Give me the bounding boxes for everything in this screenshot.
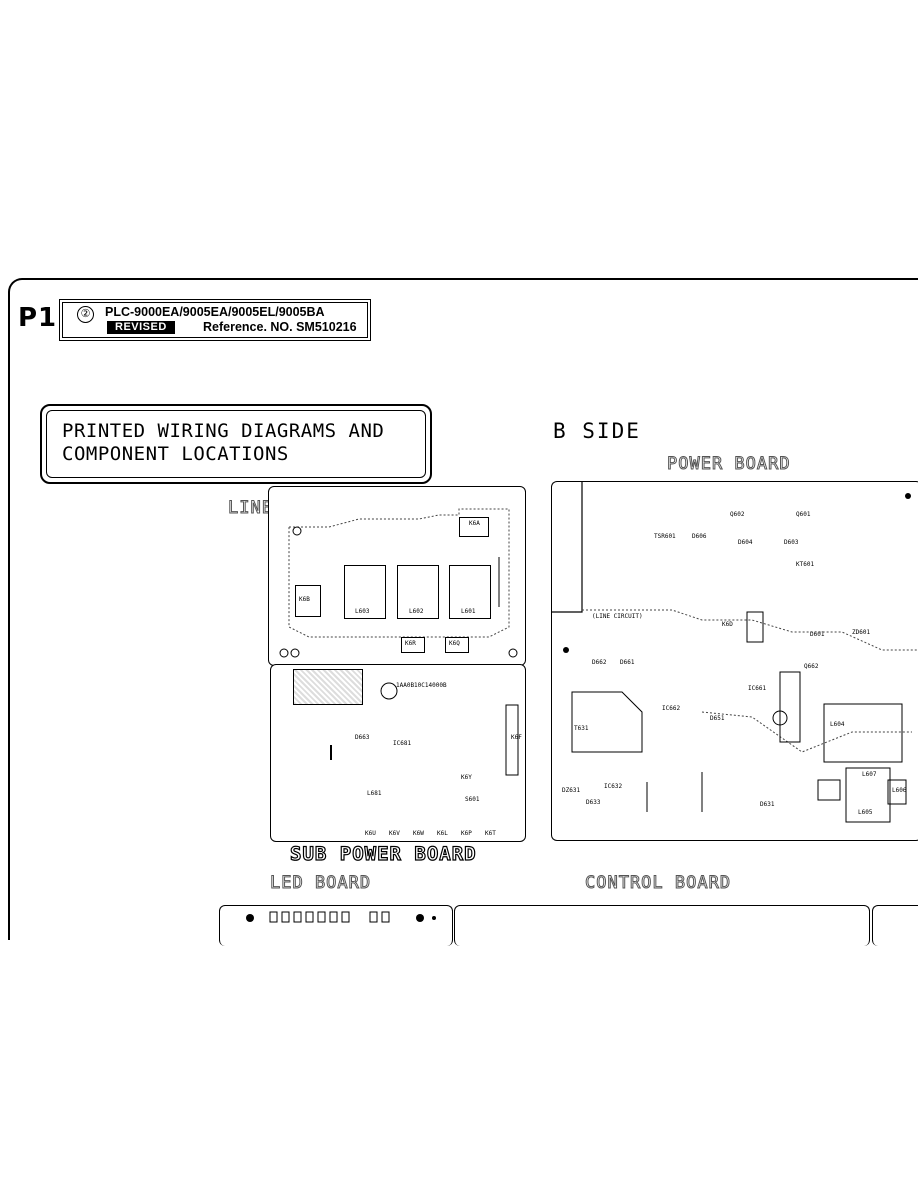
l605-label: L605 (858, 809, 873, 816)
page-number: P1 (18, 303, 58, 333)
k6q-label: K6Q (449, 640, 460, 647)
l606-label: L606 (892, 787, 907, 794)
q662-label: Q662 (804, 663, 819, 670)
reference-number: Reference. NO. SM510216 (203, 320, 357, 334)
s601-label: S601 (465, 796, 480, 803)
k6t-label: K6T (485, 830, 496, 837)
d603-label: D603 (784, 539, 799, 546)
d601-label: D601 (810, 631, 825, 638)
k6d-label: K6D (722, 621, 733, 628)
kt601-label: KT601 (796, 561, 815, 568)
d661-label: D661 (620, 659, 635, 666)
l601-label: L601 (461, 608, 476, 615)
ic662-label: IC662 (662, 705, 681, 712)
power-board: TSR601 D606 D604 D603 Q602 Q601 KT601 K6… (551, 481, 918, 841)
q601-label: Q601 (796, 511, 811, 518)
control-board (454, 905, 870, 946)
line-filter-board: L603 L602 L601 K6A K6B K6R K6Q (268, 486, 526, 666)
model-list: PLC-9000EA/9005EA/9005EL/9005BA (105, 305, 325, 319)
d663-label: D663 (355, 734, 370, 741)
sub-power-board-label: SUB POWER BOARD (289, 842, 477, 865)
sub-power-board: 1AA0B10C14000B D663 IC681 K6F L681 S601 … (270, 664, 526, 842)
k6p-label: K6P (461, 830, 472, 837)
dz631-label: DZ631 (562, 787, 581, 794)
l602-label: L602 (409, 608, 424, 615)
q602-top-label: Q602 (730, 511, 745, 518)
k6u-label: K6U (365, 830, 376, 837)
d633-label: D633 (586, 799, 601, 806)
d631-label: D631 (760, 801, 775, 808)
title-line-1: PRINTED WIRING DIAGRAMS AND (62, 420, 385, 442)
power-board-label: POWER BOARD (667, 454, 791, 475)
title-line-2: COMPONENT LOCATIONS (62, 443, 289, 465)
pcb-number: 1AA0B10C14000B (396, 682, 447, 689)
model-revision-box: ② PLC-9000EA/9005EA/9005EL/9005BA REVISE… (59, 299, 371, 341)
zd601-label: ZD601 (852, 629, 871, 636)
side-label: B SIDE (553, 419, 641, 443)
l607-label: L607 (862, 771, 877, 778)
revision-number: ② (77, 306, 94, 323)
line-circuit-label: (LINE CIRCUIT) (592, 613, 643, 620)
section-title-box: PRINTED WIRING DIAGRAMS AND COMPONENT LO… (40, 404, 432, 484)
d662-label: D662 (592, 659, 607, 666)
led-board-label: LED BOARD (269, 873, 372, 894)
d651-label: D651 (710, 715, 725, 722)
d604-label: D604 (738, 539, 753, 546)
drawing-frame (8, 278, 918, 940)
t631-label: T631 (574, 725, 589, 732)
ic681-label: IC681 (393, 740, 412, 747)
k6w-label: K6W (413, 830, 424, 837)
adjacent-board (872, 905, 918, 946)
tsr601-label: TSR601 (654, 533, 676, 540)
k6v-label: K6V (389, 830, 400, 837)
revised-badge: REVISED (107, 321, 175, 334)
l603-label: L603 (355, 608, 370, 615)
control-board-label: CONTROL BOARD (584, 873, 732, 894)
ic661-label: IC661 (748, 685, 767, 692)
ic632-label: IC632 (604, 783, 623, 790)
led-board (219, 905, 453, 946)
k6l-label: K6L (437, 830, 448, 837)
l604-label: L604 (830, 721, 845, 728)
k6y-label: K6Y (461, 774, 472, 781)
k6r-label: K6R (405, 640, 416, 647)
k6a-label: K6A (469, 520, 480, 527)
k6b-label: K6B (299, 596, 310, 603)
k6f-label: K6F (511, 734, 522, 741)
l681-label: L681 (367, 790, 382, 797)
d606-label: D606 (692, 533, 707, 540)
